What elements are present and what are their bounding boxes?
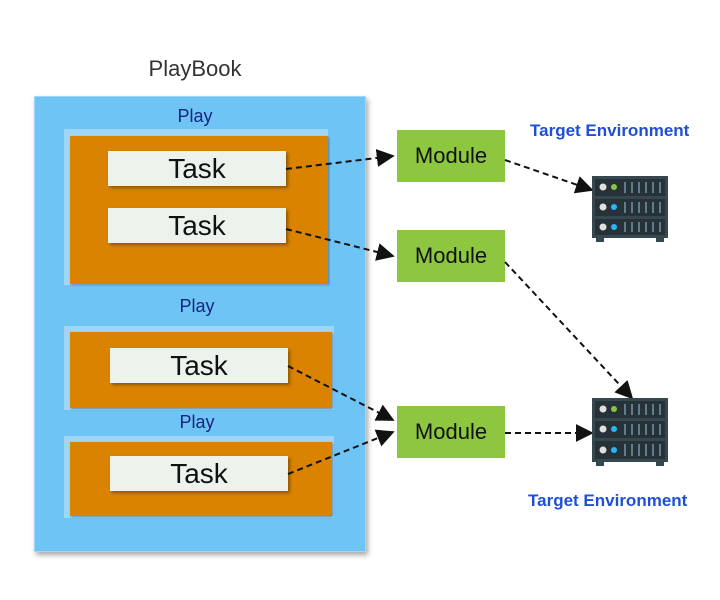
play-1-task-2: Task (108, 208, 286, 243)
arrow-task1-module1 (285, 149, 395, 170)
playbook-title: PlayBook (148, 56, 242, 81)
server-rack-icon (592, 398, 668, 466)
arrow-task4-module3 (287, 429, 395, 475)
target-environment-label-2: Target Environment (528, 491, 688, 510)
play-1-label: Play (177, 106, 213, 126)
module-3: Module (397, 406, 505, 458)
module-2: Module (397, 230, 505, 282)
server-rack-icon (592, 176, 668, 242)
play-3-task-1: Task (110, 456, 288, 491)
play-3-label: Play (179, 412, 215, 432)
arrow-module1-env1 (504, 159, 594, 194)
play-2-task-1: Task (110, 348, 288, 383)
play-1-task-1: Task (108, 151, 286, 186)
arrow-task2-module2 (285, 228, 395, 261)
target-environment-label-1: Target Environment (530, 121, 690, 140)
module-1: Module (397, 130, 505, 182)
arrow-module2-env2 (504, 261, 634, 400)
play-2-label: Play (179, 296, 215, 316)
arrow-task3-module3 (287, 365, 395, 421)
